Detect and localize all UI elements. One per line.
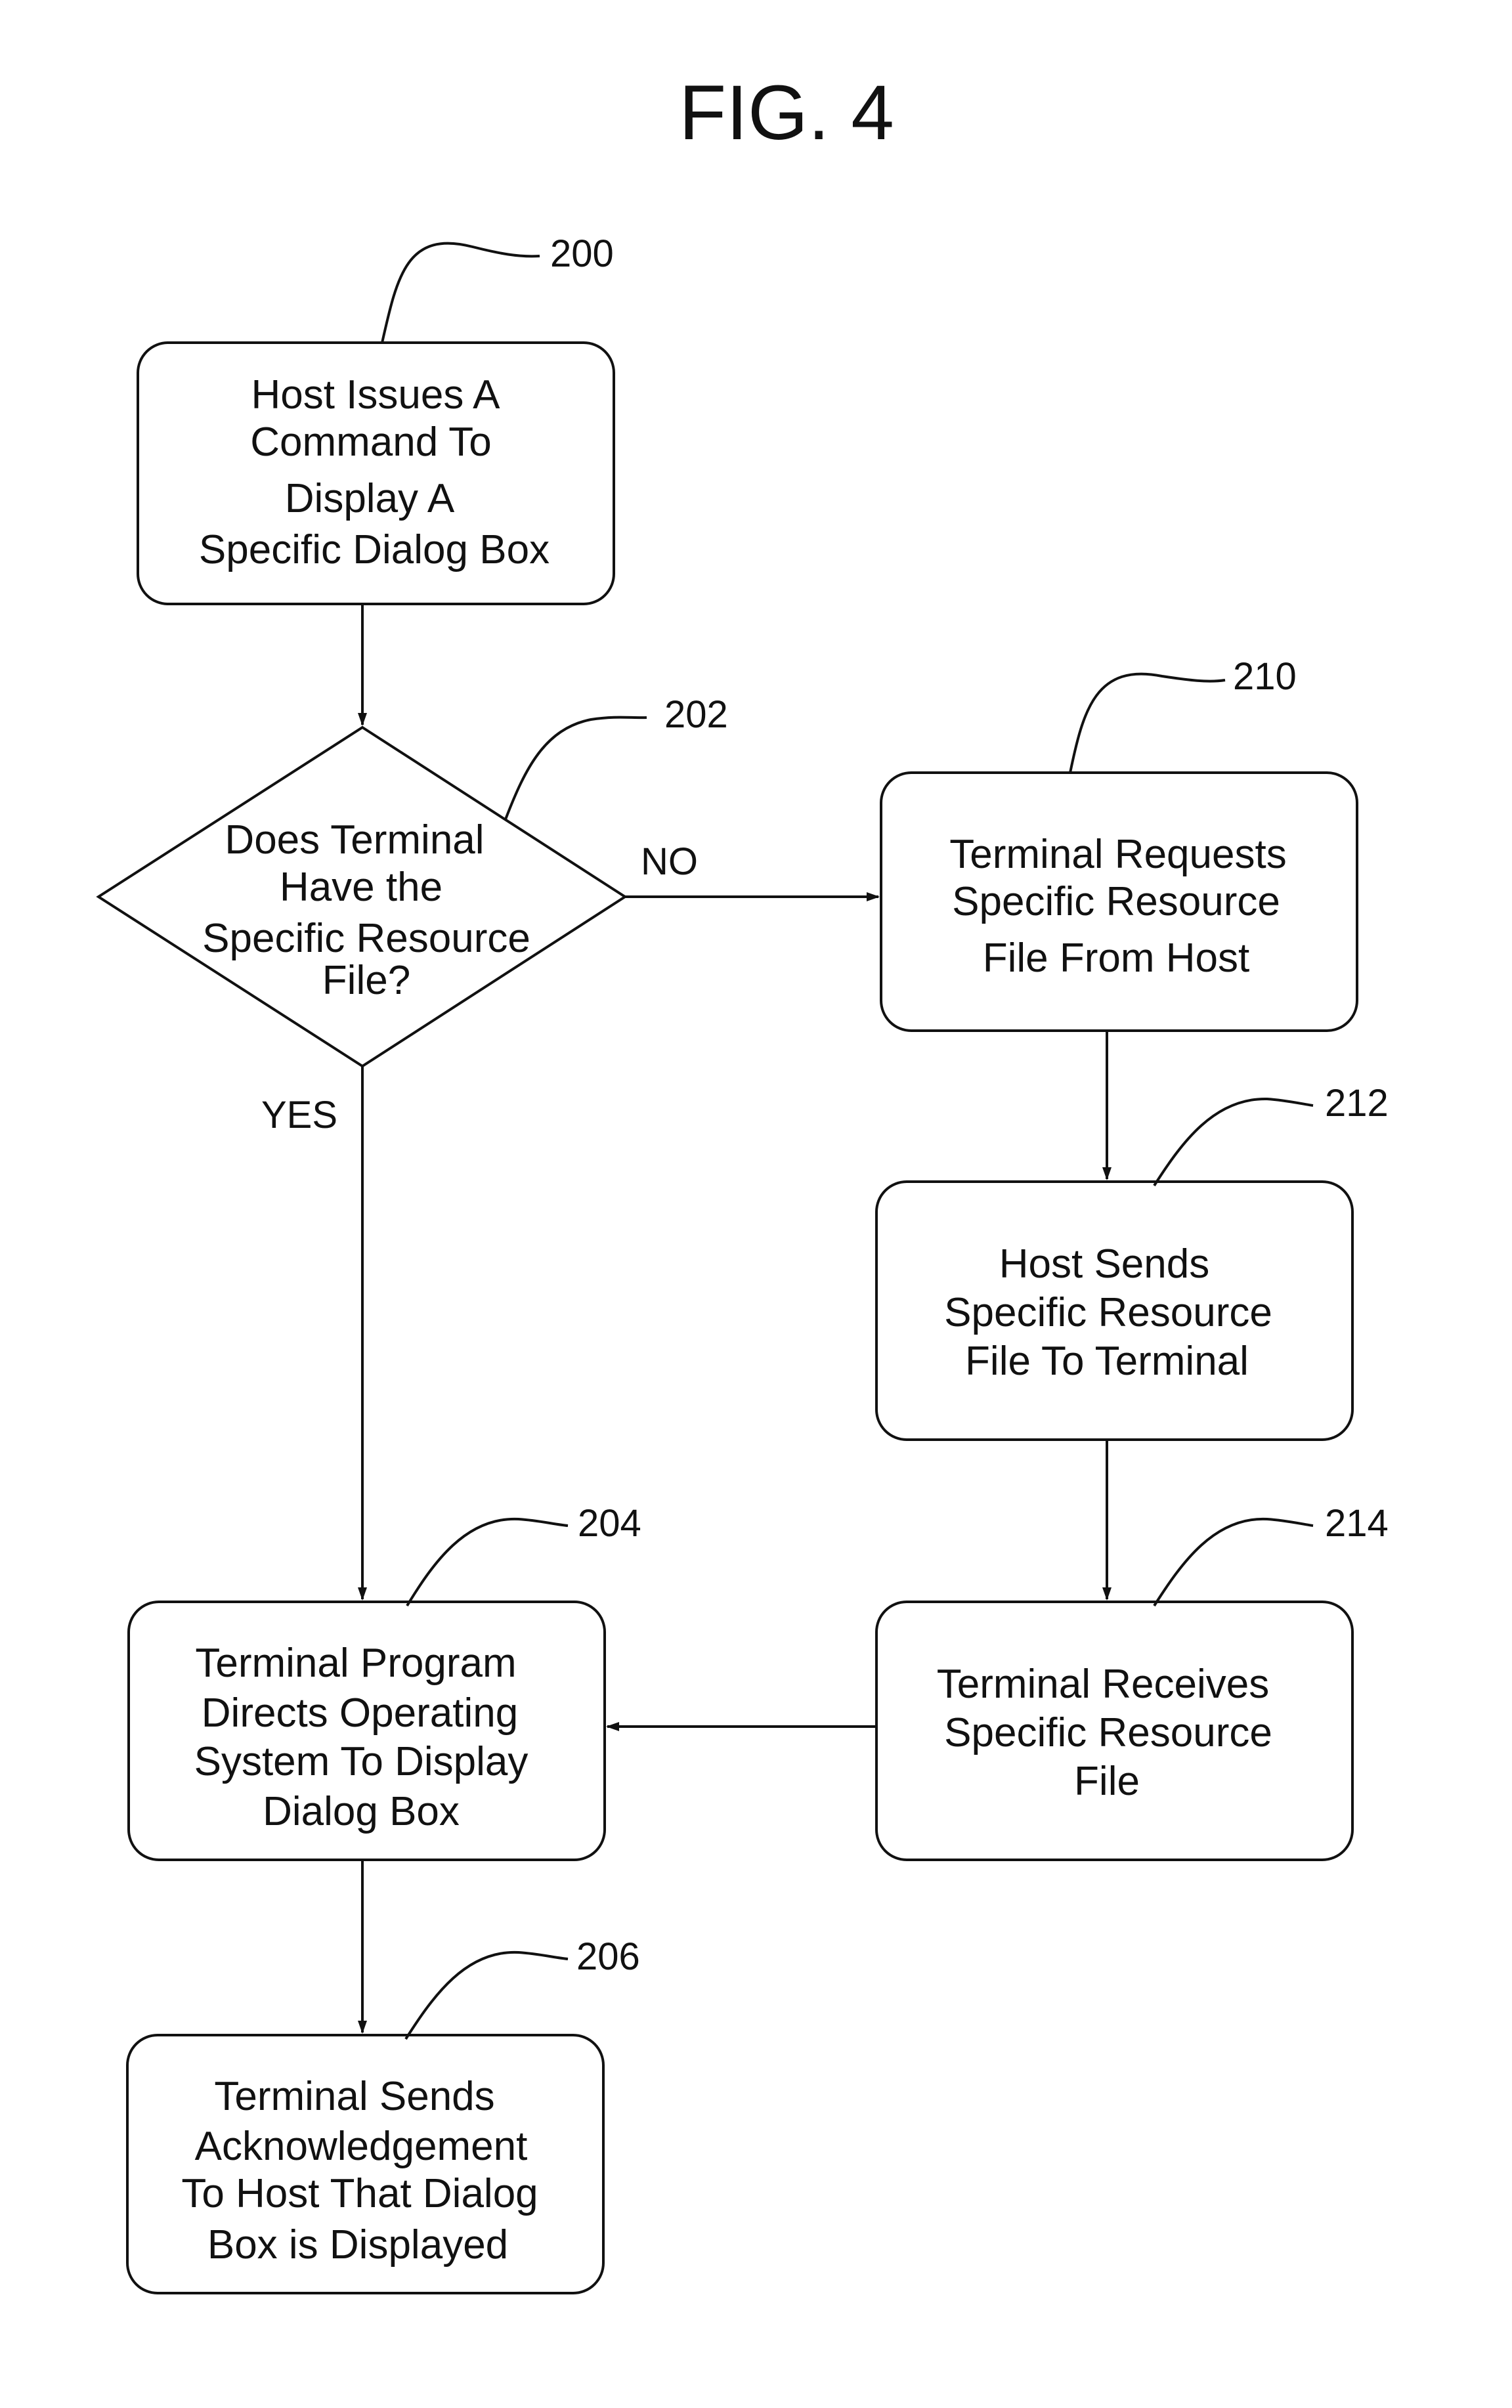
node-210: Terminal Requests Specific Resource File… <box>881 655 1357 1031</box>
node-204-line-3: System To Display <box>194 1739 529 1784</box>
node-212-line-3: File To Terminal <box>965 1339 1249 1384</box>
figure-title: FIG. 4 <box>679 70 894 156</box>
node-204-ref: 204 <box>578 1502 641 1545</box>
node-212-line-1: Host Sends <box>999 1241 1210 1287</box>
branch-label-no: NO <box>641 840 698 883</box>
node-206-line-4: Box is Displayed <box>207 2222 508 2268</box>
node-204-line-2: Directs Operating <box>202 1690 518 1736</box>
node-200: Host Issues A Command To Display A Speci… <box>138 232 614 604</box>
node-214-line-2: Specific Resource <box>944 1710 1272 1755</box>
node-202-leader-line <box>506 718 647 819</box>
node-206-line-2: Acknowledgement <box>195 2124 528 2169</box>
node-210-leader-line <box>1070 674 1225 773</box>
node-206-leader-line <box>406 1952 568 2039</box>
node-214-leader-line <box>1154 1519 1313 1606</box>
node-202: Does Terminal Have the Specific Resource… <box>98 693 728 1066</box>
node-202-line-2: Have the <box>280 865 443 910</box>
node-200-line-2: Command To <box>250 419 492 465</box>
node-200-leader-line <box>382 244 540 343</box>
node-200-ref: 200 <box>550 232 614 275</box>
node-214-line-3: File <box>1074 1759 1140 1804</box>
node-200-line-4: Specific Dialog Box <box>199 527 550 572</box>
node-210-line-1: Terminal Requests <box>949 832 1286 877</box>
node-202-line-1: Does Terminal <box>225 817 484 863</box>
node-214-ref: 214 <box>1325 1502 1389 1545</box>
node-206-line-1: Terminal Sends <box>214 2074 494 2119</box>
node-204: Terminal Program Directs Operating Syste… <box>129 1502 641 1860</box>
node-214: Terminal Receives Specific Resource File… <box>876 1502 1389 1860</box>
node-210-line-3: File From Host <box>983 935 1249 981</box>
node-200-line-1: Host Issues A <box>251 372 500 418</box>
branch-label-yes: YES <box>261 1094 337 1136</box>
node-204-leader-line <box>407 1519 568 1606</box>
node-210-line-2: Specific Resource <box>952 879 1280 924</box>
node-206-line-3: To Host That Dialog <box>181 2171 538 2216</box>
node-206-ref: 206 <box>576 1935 640 1978</box>
node-204-line-4: Dialog Box <box>263 1789 460 1834</box>
node-210-ref: 210 <box>1233 655 1297 698</box>
node-214-line-1: Terminal Receives <box>937 1662 1270 1707</box>
node-202-ref: 202 <box>664 693 728 736</box>
node-212-leader-line <box>1154 1099 1313 1186</box>
node-212-ref: 212 <box>1325 1082 1389 1125</box>
node-204-line-1: Terminal Program <box>195 1641 516 1686</box>
node-202-line-3: Specific Resource <box>202 916 530 961</box>
node-206: Terminal Sends Acknowledgement To Host T… <box>127 1935 640 2293</box>
node-200-line-3: Display A <box>285 476 455 521</box>
node-202-line-4: File? <box>322 958 410 1003</box>
node-212: Host Sends Specific Resource File To Ter… <box>876 1082 1389 1440</box>
node-212-line-2: Specific Resource <box>944 1290 1272 1335</box>
